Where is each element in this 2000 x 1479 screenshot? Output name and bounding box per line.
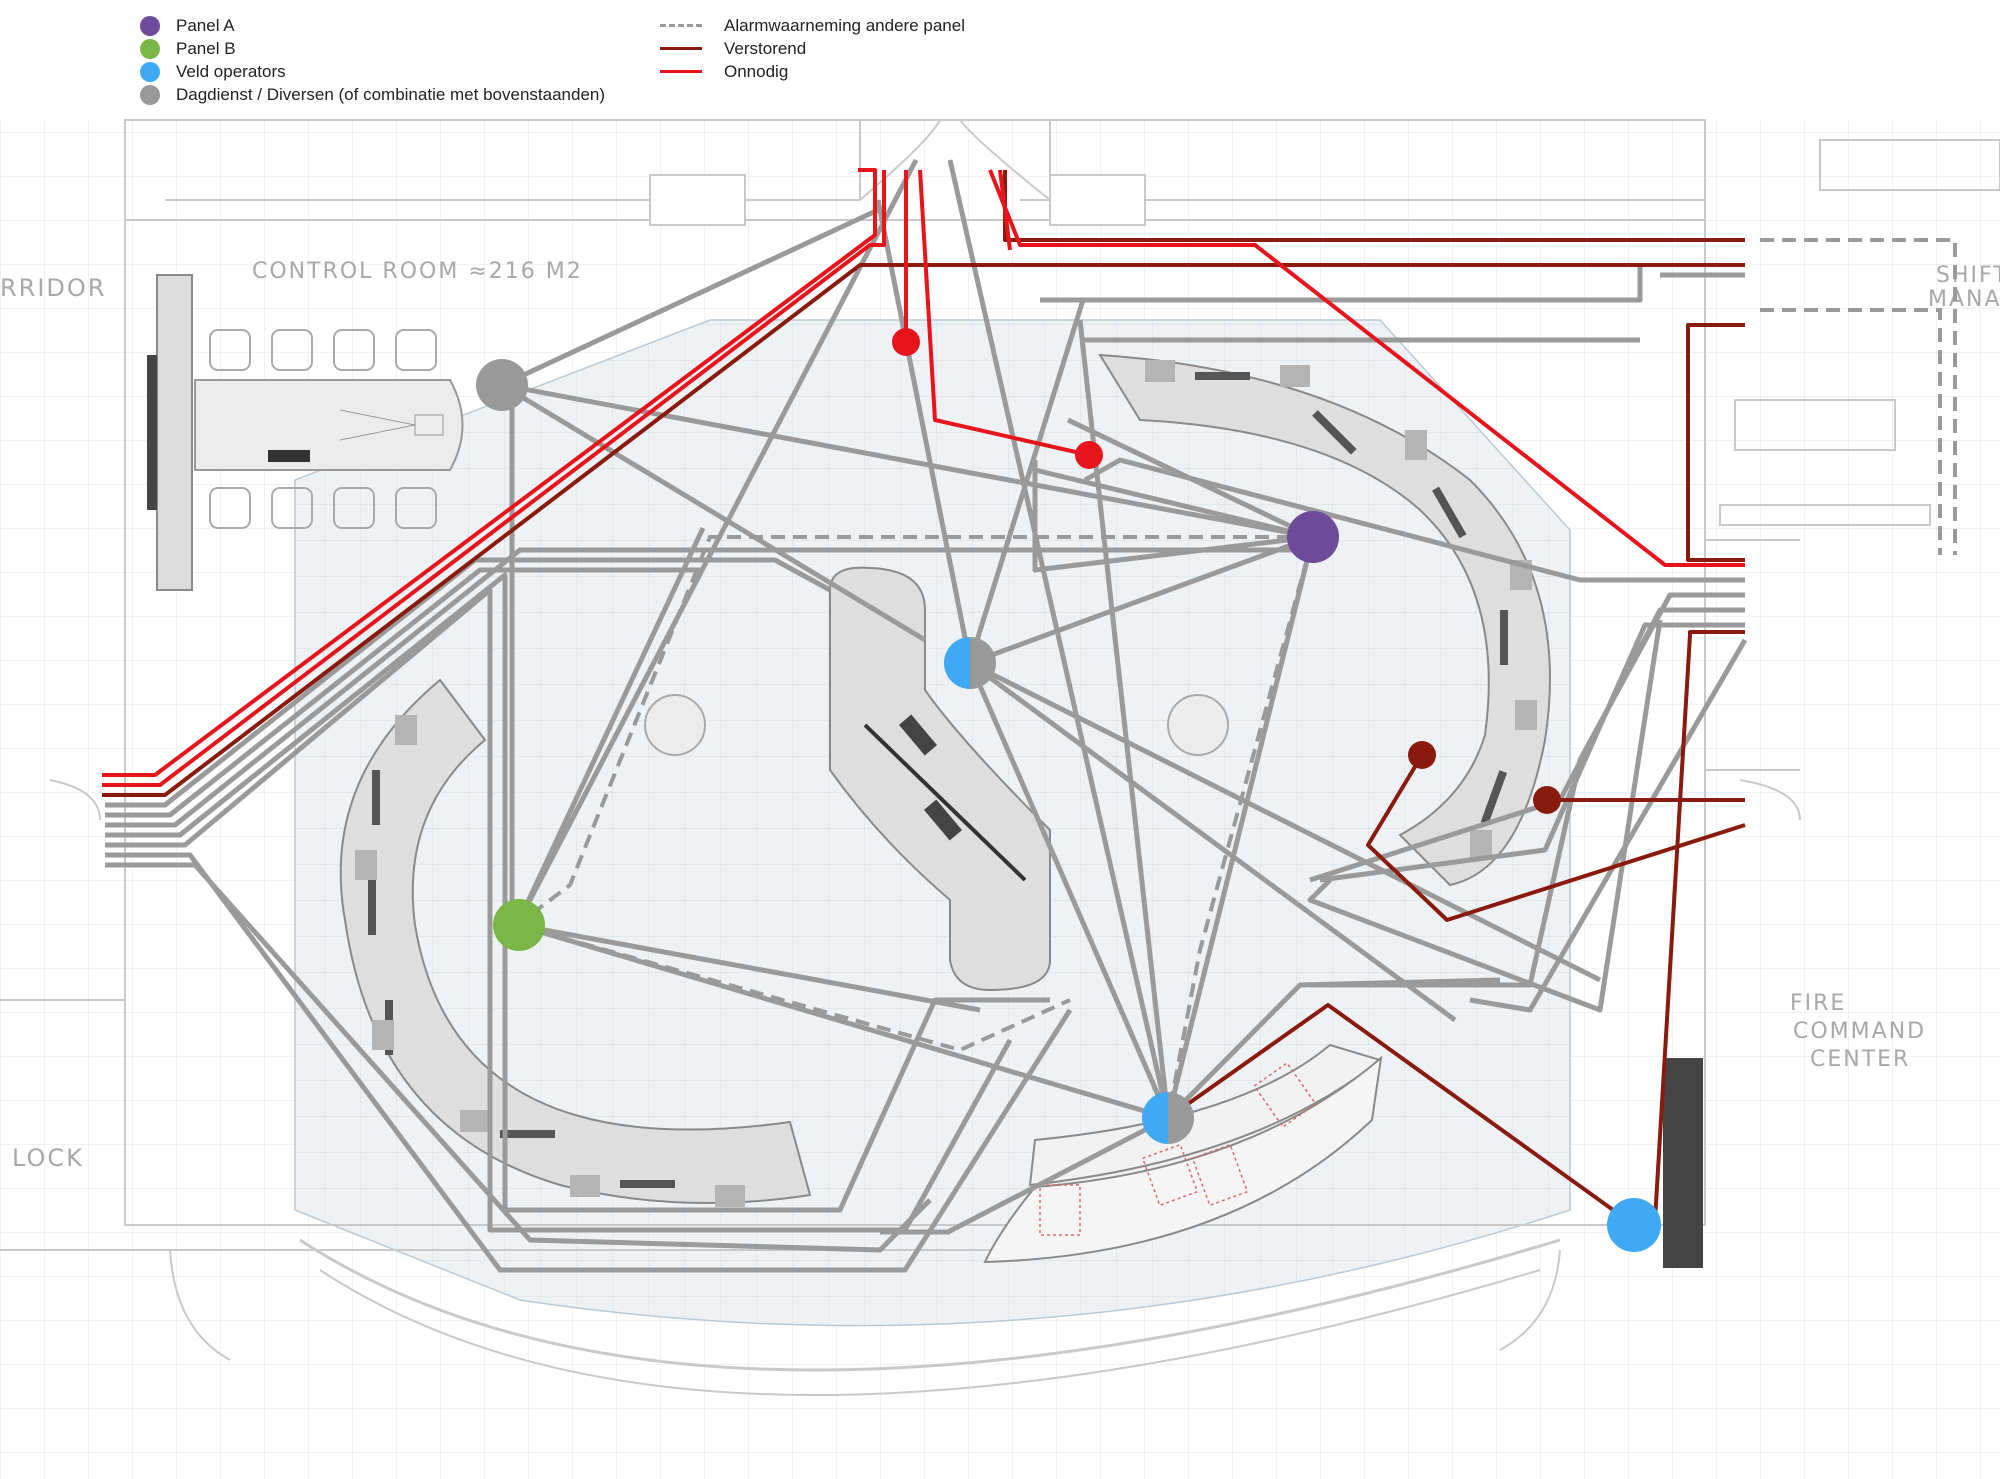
node-panel-a [1287, 511, 1339, 563]
node-panel-b [493, 899, 545, 951]
meeting-table [147, 274, 464, 591]
purple-dot-icon [140, 15, 160, 36]
legend-label: Panel A [176, 15, 235, 35]
console-right [1098, 353, 1551, 887]
lock-label: LOCK [12, 1144, 84, 1172]
legend-item-dagdienst: Dagdienst / Diversen (of combinatie met … [140, 83, 605, 106]
blue-dot-icon [140, 61, 160, 82]
legend-item-veld-operators: Veld operators [140, 60, 605, 83]
shift-manager-label: SHIFT [1936, 263, 2000, 288]
node-veld-dagdienst-2 [1142, 1092, 1194, 1144]
node-verstorend-1 [1408, 741, 1436, 769]
node-veld-operator [1607, 1198, 1661, 1252]
console-bottom [983, 1043, 1383, 1264]
shift-manager-label-2: MANA [1928, 287, 2000, 312]
console-center [829, 566, 1051, 992]
pillar [644, 694, 706, 756]
node-markers [476, 328, 1661, 1252]
legend-label: Dagdienst / Diversen (of combinatie met … [176, 84, 606, 104]
pillar [1167, 694, 1229, 756]
legend-label: Verstorend [724, 38, 807, 58]
node-onnodig-2 [1075, 441, 1103, 469]
gray-dot-icon [140, 84, 160, 105]
legend-label: Panel B [176, 38, 236, 58]
node-dagdienst [476, 359, 528, 411]
dashed-lines [515, 238, 1957, 1119]
legend-label: Onnodig [724, 61, 789, 81]
legend-item-onnodig: Onnodig [660, 60, 965, 83]
fire-panel [1663, 1058, 1703, 1268]
green-dot-icon [140, 38, 160, 59]
legend-item-verstorend: Verstorend [660, 37, 965, 60]
corridor-label: RRIDOR [0, 274, 106, 302]
dark-red-line-icon [660, 47, 702, 50]
node-onnodig-1 [892, 328, 920, 356]
legend-nodes: Panel A Panel B Veld operators Dagdienst… [140, 14, 605, 106]
red-line-icon [660, 70, 702, 73]
fire-command-label: FIRE [1790, 991, 1846, 1016]
node-verstorend-2 [1533, 786, 1561, 814]
gray-lines [105, 158, 1748, 1273]
control-room-label: CONTROL ROOM ≈216 M2 [252, 259, 583, 284]
legend-item-panel-a: Panel A [140, 14, 605, 37]
legend-lines: Alarmwaarneming andere panel Verstorend … [660, 14, 965, 83]
dashed-line-icon [660, 24, 702, 27]
legend-label: Alarmwaarneming andere panel [724, 15, 965, 35]
fire-command-label-2: COMMAND [1793, 1019, 1926, 1044]
legend-label: Veld operators [176, 61, 286, 81]
console-left [339, 678, 812, 1207]
legend-item-alarm: Alarmwaarneming andere panel [660, 14, 965, 37]
fire-command-label-3: CENTER [1810, 1047, 1910, 1072]
legend-item-panel-b: Panel B [140, 37, 605, 60]
onnodig-lines [102, 168, 1745, 787]
node-veld-dagdienst-1 [944, 637, 996, 689]
